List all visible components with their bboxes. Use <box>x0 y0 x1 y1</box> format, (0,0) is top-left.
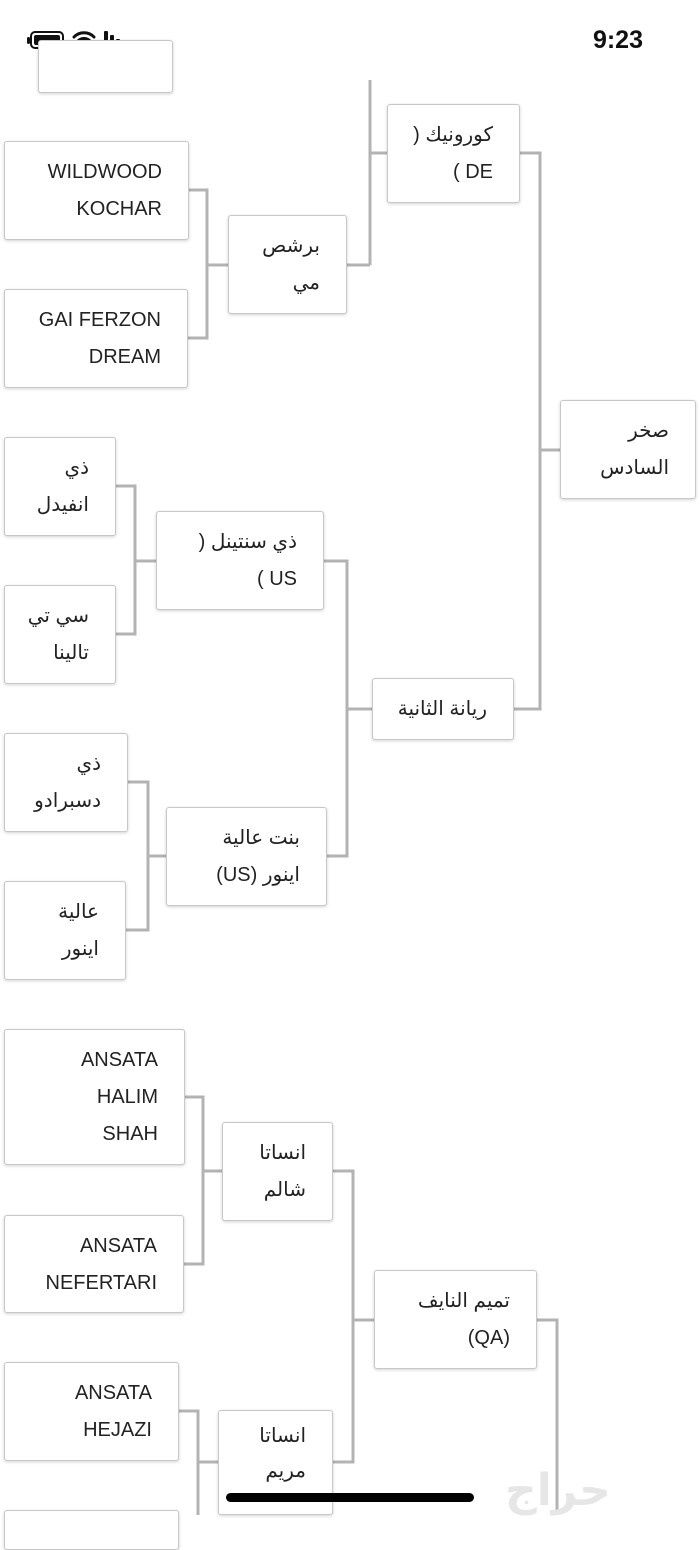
home-indicator[interactable] <box>226 1493 474 1502</box>
connector <box>184 1095 222 1266</box>
bracket-entry[interactable]: ANSATA HALIM SHAH <box>4 1029 185 1165</box>
bracket-entry-partial[interactable] <box>38 40 173 93</box>
bracket-entry[interactable]: ذي انفيدل <box>4 437 116 536</box>
bracket-entry[interactable]: ANSATA HEJAZI <box>4 1362 179 1461</box>
status-time: 9:23 <box>592 26 643 54</box>
watermark: حراج <box>505 1465 611 1516</box>
connector <box>347 80 387 267</box>
connector <box>514 151 560 711</box>
bracket-connectors <box>116 80 560 1515</box>
bracket-entry[interactable]: ذي سنتينل ( US ) <box>156 511 324 610</box>
connector <box>126 780 166 932</box>
connector <box>179 1409 218 1515</box>
connector <box>324 559 372 858</box>
connector <box>537 1318 559 1515</box>
bracket-entry[interactable]: برشص مي <box>228 215 347 314</box>
bracket-entry-partial[interactable] <box>4 1510 179 1550</box>
bracket-entry[interactable]: بنت عالية اينور (US) <box>166 807 327 906</box>
bracket-entry[interactable]: تميم النايف (QA) <box>374 1270 537 1369</box>
bracket-entry[interactable]: صخر السادس <box>560 400 696 499</box>
connector <box>188 188 228 340</box>
bracket-entry[interactable]: عالية اينور <box>4 881 126 980</box>
bracket-entry[interactable]: انساتا شالم <box>222 1122 333 1221</box>
bracket-entry[interactable]: كورونيك ( DE ) <box>387 104 520 203</box>
bracket-entry[interactable]: GAI FERZON DREAM <box>4 289 188 388</box>
connector <box>333 1169 374 1464</box>
bracket-entry[interactable]: ذي دسبرادو <box>4 733 128 832</box>
connector <box>116 484 156 636</box>
bracket-entry[interactable]: سي تي تالينا <box>4 585 116 684</box>
bracket-entry[interactable]: WILDWOOD KOCHAR <box>4 141 189 240</box>
bracket-entry[interactable]: ANSATA NEFERTARI <box>4 1215 184 1313</box>
bracket-entry[interactable]: ريانة الثانية <box>372 678 514 740</box>
